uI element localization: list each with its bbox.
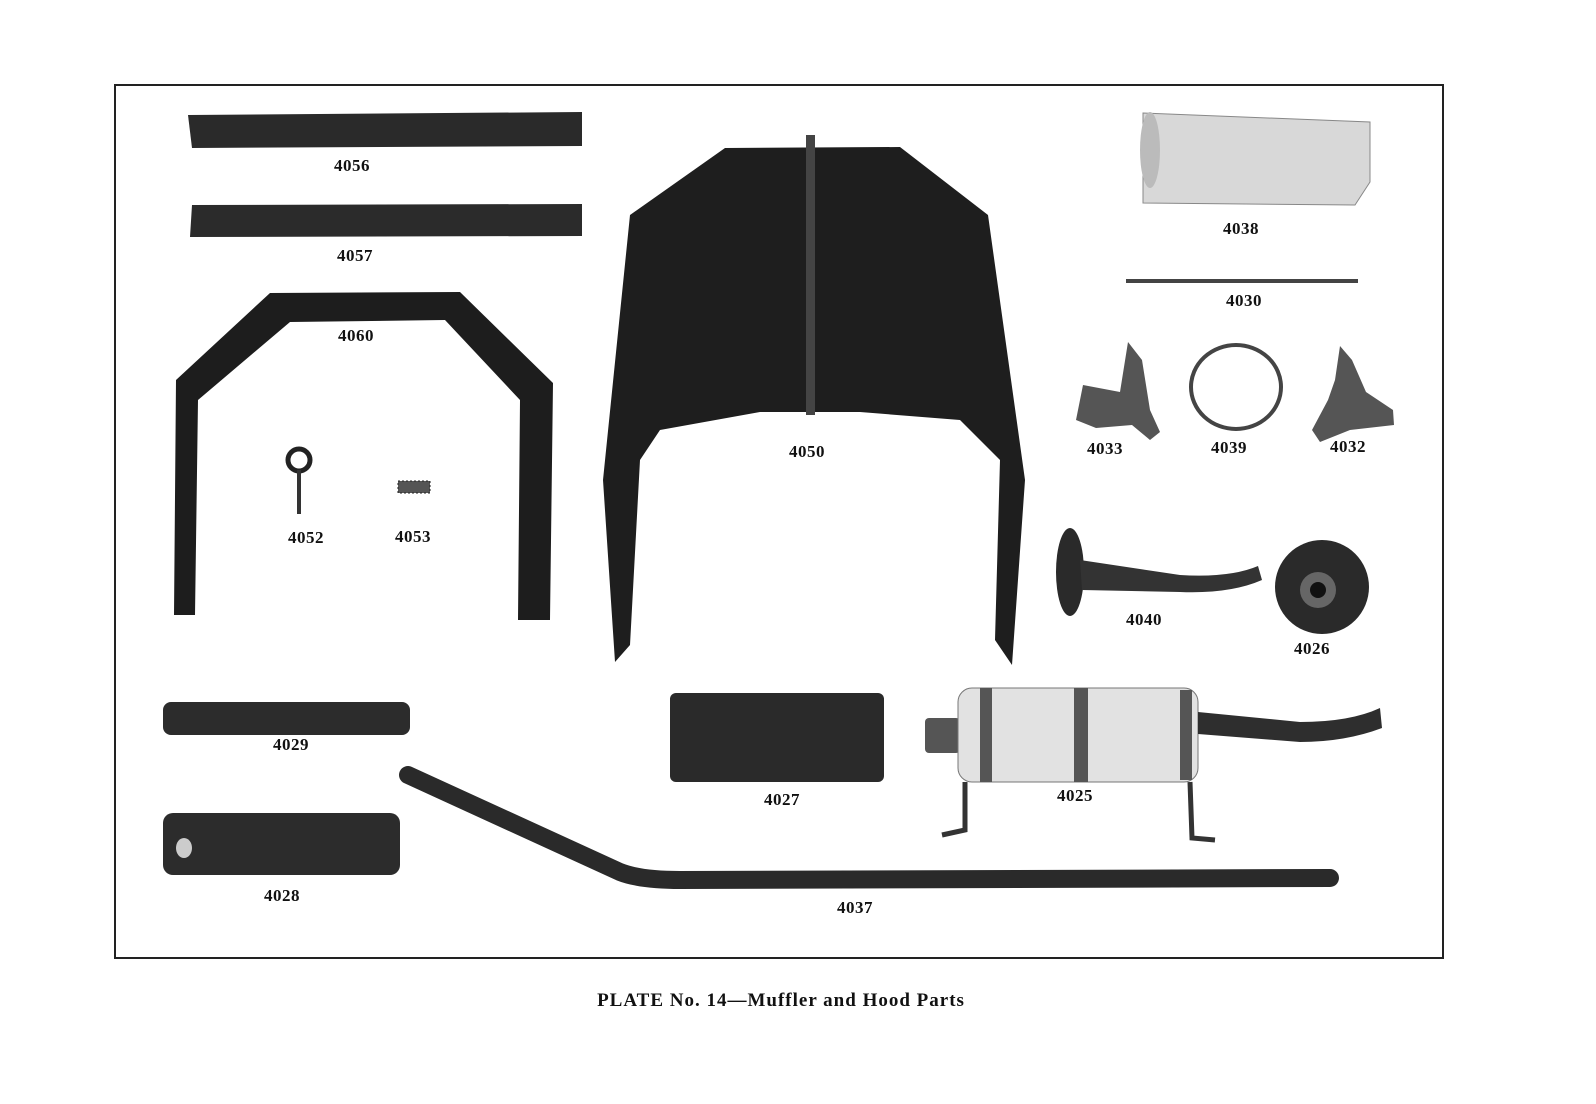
part-4057-strip [190,204,582,237]
part-label-4052: 4052 [288,528,324,547]
part-4053-spring [397,480,431,494]
part-4052-pin [285,446,313,514]
part-4033-bracket [1076,342,1160,440]
part-4037-pipe [399,766,1339,890]
part-label-4027: 4027 [764,790,800,809]
part-4028-tube [163,813,400,875]
part-4029-tube [163,702,410,735]
part-4026-flange [1275,540,1369,634]
part-label-4039: 4039 [1211,438,1247,457]
part-4056-strip [188,112,582,148]
part-label-4056: 4056 [334,156,370,175]
part-label-4028: 4028 [264,886,300,905]
part-label-4033: 4033 [1087,439,1123,458]
part-label-4037: 4037 [837,898,873,917]
part-label-4040: 4040 [1126,610,1162,629]
part-label-4026: 4026 [1294,639,1330,658]
part-label-4053: 4053 [395,527,431,546]
part-label-4057: 4057 [337,246,373,265]
part-label-4038: 4038 [1223,219,1259,238]
part-4039-ring [1189,343,1283,431]
part-4050-hood [603,135,1025,665]
part-4025-muffler [925,687,1382,843]
part-label-4050: 4050 [789,442,825,461]
part-label-4025: 4025 [1057,786,1093,805]
part-label-4032: 4032 [1330,437,1366,456]
part-4027-cylinder [670,693,884,782]
plate-frame [114,84,1444,959]
part-label-4060: 4060 [338,326,374,345]
part-4040-pipe-flange [1056,528,1262,616]
part-4030-rod [1126,279,1358,283]
part-label-4030: 4030 [1226,291,1262,310]
part-4032-bracket [1312,346,1394,442]
part-4038-roll [1140,112,1371,206]
plate-caption: PLATE No. 14—Muffler and Hood Parts [597,990,965,1011]
part-label-4029: 4029 [273,735,309,754]
